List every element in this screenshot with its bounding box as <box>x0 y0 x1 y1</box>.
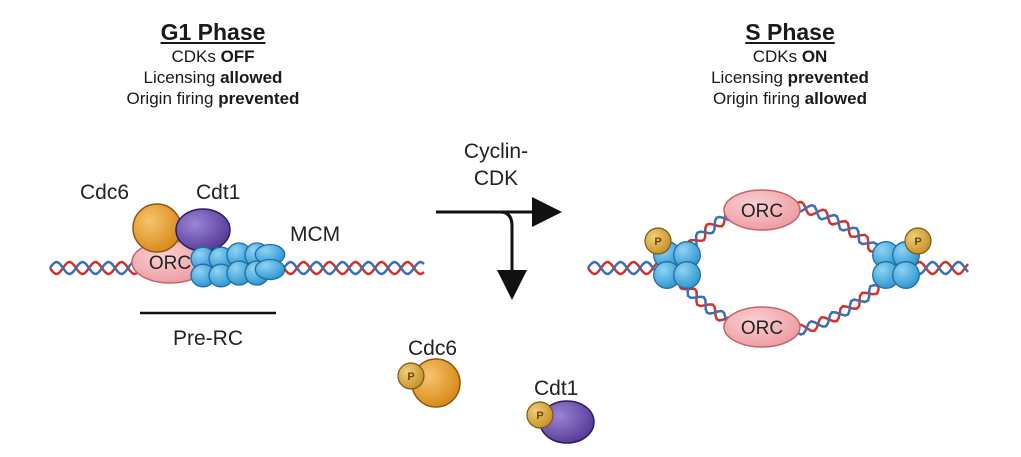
svg-text:P: P <box>407 371 414 383</box>
pre-rc-label: Pre-RC <box>173 327 243 350</box>
svg-text:P: P <box>914 236 921 248</box>
g1-licensing-status: Licensing allowed <box>143 68 283 87</box>
phospho-icon <box>644 227 672 255</box>
s-phase-title: S Phase <box>745 19 835 45</box>
released-cdc6: P <box>397 358 461 408</box>
s-orc-top: ORC <box>723 189 801 231</box>
s-mcm-right <box>872 241 920 289</box>
s-phase-panel: S Phase CDKs ON Licensing prevented Orig… <box>660 18 920 109</box>
g1-title: G1 Phase <box>160 19 266 45</box>
arrow-released-proteins <box>497 210 527 300</box>
cdc6-label: Cdc6 <box>80 181 129 204</box>
svg-text:P: P <box>536 410 543 422</box>
cyclin-label: Cyclin- <box>464 140 528 163</box>
g1-origin-firing-status: Origin firing prevented <box>126 89 300 108</box>
cdk-label: CDK <box>474 167 518 190</box>
g1-cdk-status: CDKs OFF <box>171 47 255 66</box>
svg-text:P: P <box>654 236 661 248</box>
g1-cdc6-protein <box>132 203 182 253</box>
mcm-subunit <box>254 258 286 281</box>
s-orc-bottom: ORC <box>723 306 801 348</box>
released-cdt1-label: Cdt1 <box>534 377 578 400</box>
s-phospho-left: P <box>644 227 672 255</box>
g1-cdt1-protein <box>175 208 231 252</box>
svg-text:ORC: ORC <box>741 201 783 222</box>
s-phospho-right: P <box>904 227 932 255</box>
cdt1-label: Cdt1 <box>196 181 240 204</box>
mcm-label: MCM <box>290 223 340 246</box>
released-cdt1: P <box>526 400 595 444</box>
g1-mcm-complex <box>190 242 286 288</box>
s-origin-firing-status: Origin firing allowed <box>713 89 867 108</box>
mcm-subunit <box>673 261 701 289</box>
cyclin-cdk-transition-arrow: Cyclin- CDK <box>436 140 562 300</box>
phospho-icon <box>397 362 425 390</box>
phospho-icon <box>526 401 554 429</box>
released-cdc6-label: Cdc6 <box>408 337 457 360</box>
s-cdk-status: CDKs ON <box>752 47 828 66</box>
svg-text:ORC: ORC <box>741 318 783 339</box>
g1-orc-label: ORC <box>149 253 191 274</box>
mcm-subunit <box>892 261 920 289</box>
phospho-icon <box>904 227 932 255</box>
s-licensing-status: Licensing prevented <box>711 68 869 87</box>
g1-phase-panel: G1 Phase CDKs OFF Licensing allowed Orig… <box>83 18 343 109</box>
